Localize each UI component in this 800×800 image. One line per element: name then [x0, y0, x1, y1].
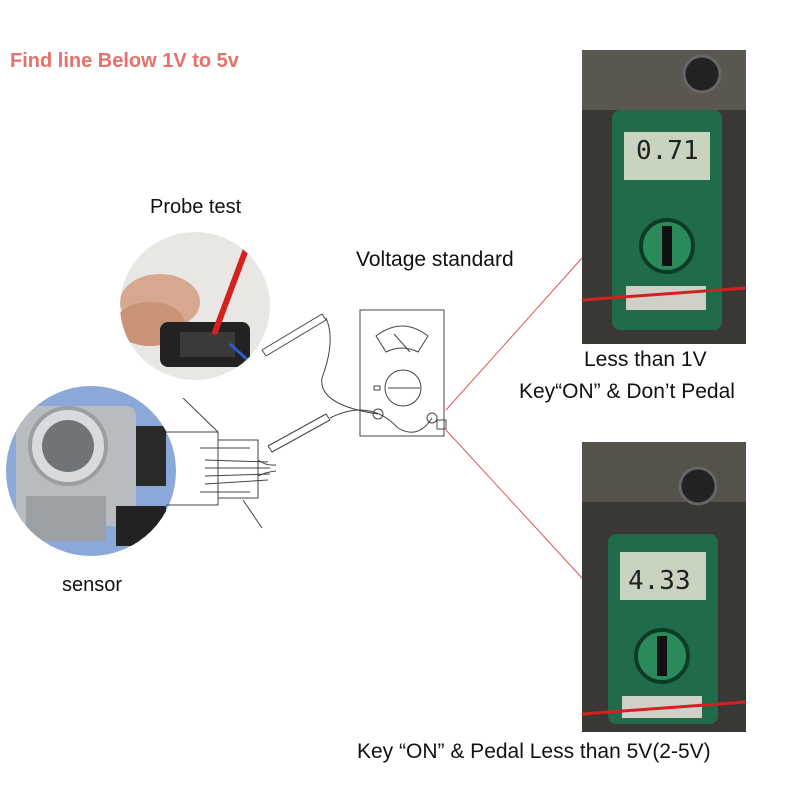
connector-lines: [445, 257, 583, 579]
multimeter-photo-top: [582, 50, 746, 344]
probe-leads: [261, 313, 433, 453]
connector-block: [166, 397, 277, 529]
multimeter-display-top: 0.71: [636, 136, 699, 166]
sensor-label: sensor: [62, 574, 123, 596]
multimeter-photo-bottom: [582, 442, 746, 732]
top-reading-caption-1: Less than 1V: [584, 348, 707, 371]
page-heading: Find line Below 1V to 5v: [10, 50, 239, 72]
bottom-reading-caption: Key “ON” & Pedal Less than 5V(2-5V): [357, 740, 711, 763]
analog-voltmeter-icon: [359, 309, 447, 437]
probe-test-label: Probe test: [150, 196, 242, 218]
voltage-standard-label: Voltage standard: [356, 248, 514, 271]
probe-test-photo: [120, 232, 270, 380]
multimeter-display-bottom: 4.33: [628, 566, 691, 596]
top-reading-caption-2: Key“ON” & Don’t Pedal: [519, 380, 735, 403]
